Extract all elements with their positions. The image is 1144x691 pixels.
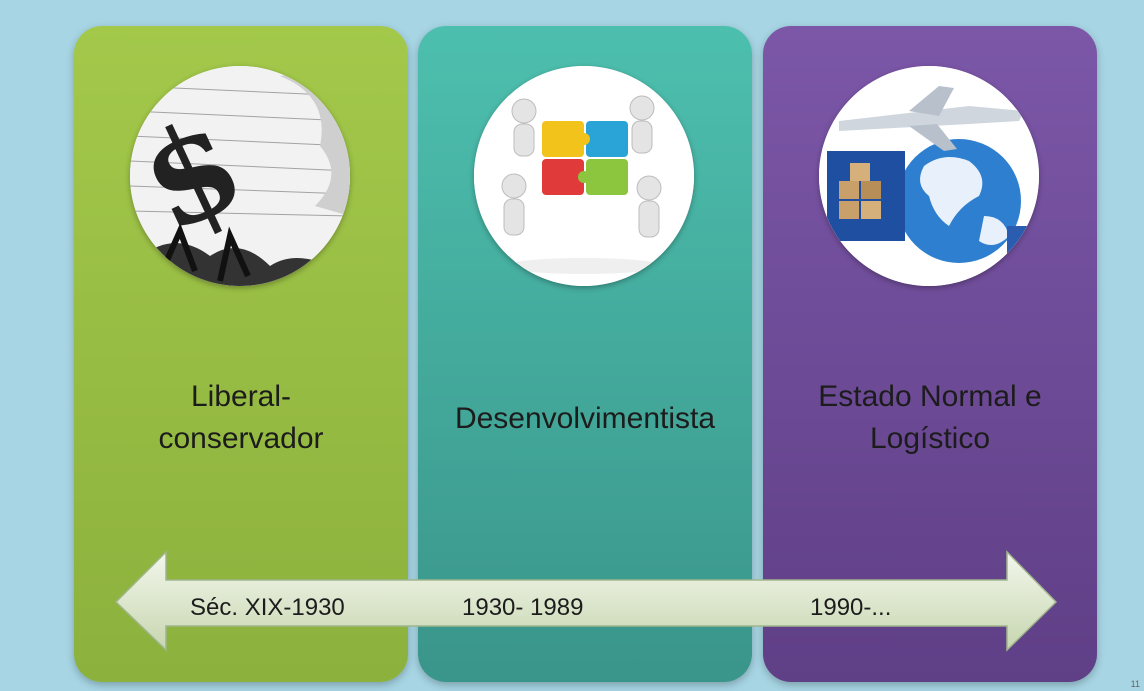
- era-title-line: Logístico: [869, 422, 991, 455]
- era-title-line: Desenvolvimentista: [454, 402, 716, 435]
- globe-logistics-icon: [819, 66, 1039, 286]
- era-panel-liberal: $ Liberal- conservador: [74, 26, 408, 682]
- era-title: Desenvolvimentista: [418, 398, 752, 440]
- era-title-line: Estado Normal e: [818, 380, 1042, 413]
- era-title-line: conservador: [158, 422, 324, 455]
- era-title-line: Liberal-: [190, 380, 292, 413]
- era-panel-desenvolvimentista: Desenvolvimentista: [418, 26, 752, 682]
- dollar-sign-crowd-icon: $: [130, 66, 350, 286]
- era-panel-logistico: Estado Normal e Logístico: [763, 26, 1097, 682]
- era-title: Liberal- conservador: [74, 376, 408, 460]
- puzzle-teamwork-icon: [474, 66, 694, 286]
- page-number: 11: [1130, 679, 1140, 689]
- era-title: Estado Normal e Logístico: [763, 376, 1097, 460]
